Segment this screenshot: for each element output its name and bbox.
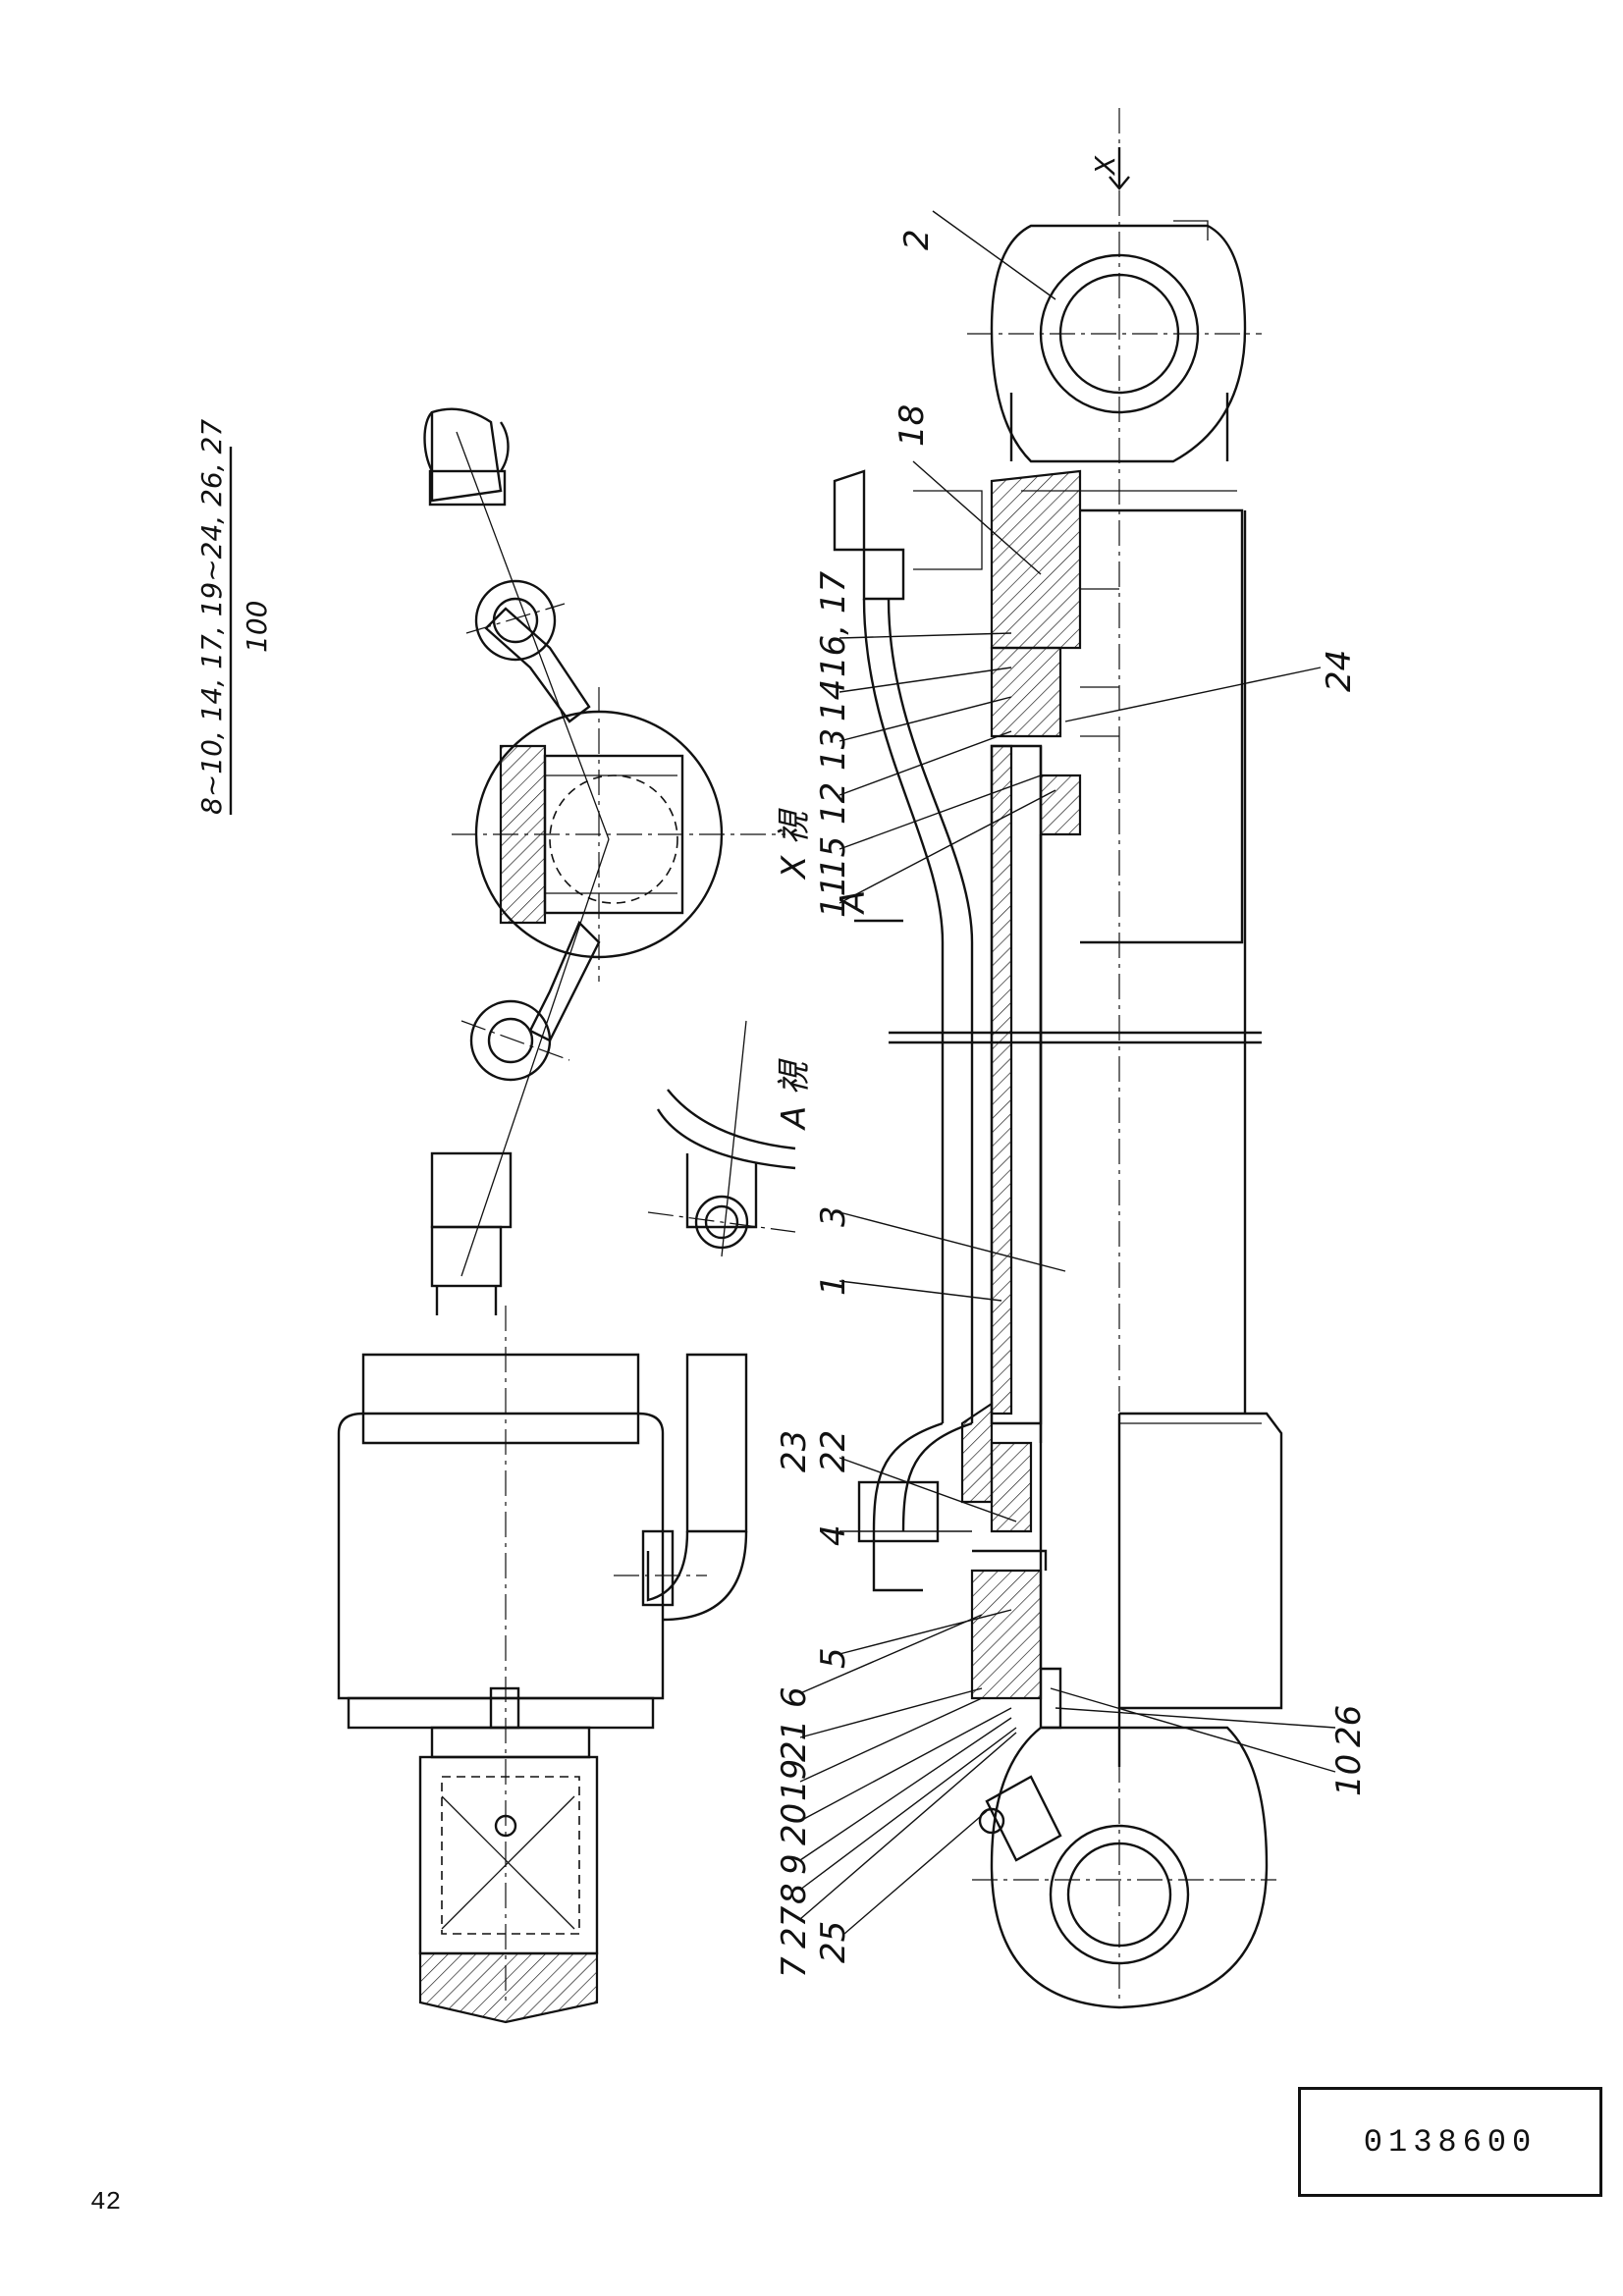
parts-note-list: 8~10, 14, 17, 19~24, 26, 27 [195,419,228,815]
balloon-5: 5 [814,1647,853,1669]
cap-end-section [990,469,1244,944]
parts-note: 8~10, 14, 17, 19~24, 26, 27 100 [195,419,273,815]
balloon-9: 9 [775,1853,814,1875]
balloon-7: 7 [775,1956,814,1978]
main-cylinder-assembly [833,108,1283,2009]
balloon-3: 3 [814,1205,853,1227]
view-a-label: A 視 [775,1058,814,1131]
balloon-23: 23 [775,1430,814,1472]
view-x-label: X 視 [775,808,814,881]
balloon-24: 24 [1320,650,1359,692]
balloon-26: 26 [1329,1705,1369,1747]
cylinder-barrel [889,510,1262,1443]
balloon-10: 10 [1329,1754,1369,1796]
direction-marker-x-label: X [1089,155,1121,177]
balloon-14: 14 [814,679,853,721]
hydraulic-pipe [833,469,983,1592]
balloon-1: 1 [814,1274,853,1296]
balloon-21: 21 [775,1720,814,1762]
balloon-20: 20 [775,1803,814,1845]
parts-note-quantity: 100 [241,601,273,653]
balloon-12: 12 [814,782,853,825]
balloon-13: 13 [814,728,853,771]
drawing-number-box: 0138600 [1298,2087,1602,2197]
balloon-11: 11 [814,876,853,918]
end-view-assembly [337,1306,748,2024]
balloon-18: 18 [893,404,932,447]
balloon-19: 19 [775,1759,814,1801]
balloon-25: 25 [814,1921,853,1963]
balloon-15: 15 [814,836,853,879]
balloon-8: 8 [775,1883,814,1904]
part-callouts: 2 18 16, 17 14 13 12 15 11 24 3 1 23 [775,210,1369,1978]
page-number: 42 [90,2187,122,2216]
view-a-detail: A 視 [647,1020,814,1257]
balloon-16-17: 16, 17 [814,570,853,677]
direction-marker-x: X [1089,147,1130,190]
balloon-22: 22 [814,1430,853,1472]
balloon-4: 4 [814,1524,853,1546]
rod-gland-section [960,1401,1062,1730]
view-x-section: X 視 [423,407,814,1315]
balloon-2: 2 [897,229,937,250]
top-clevis-eye [967,220,1262,492]
drawing-number: 0138600 [1363,2123,1538,2161]
rod-end-eye [972,1726,1276,2009]
